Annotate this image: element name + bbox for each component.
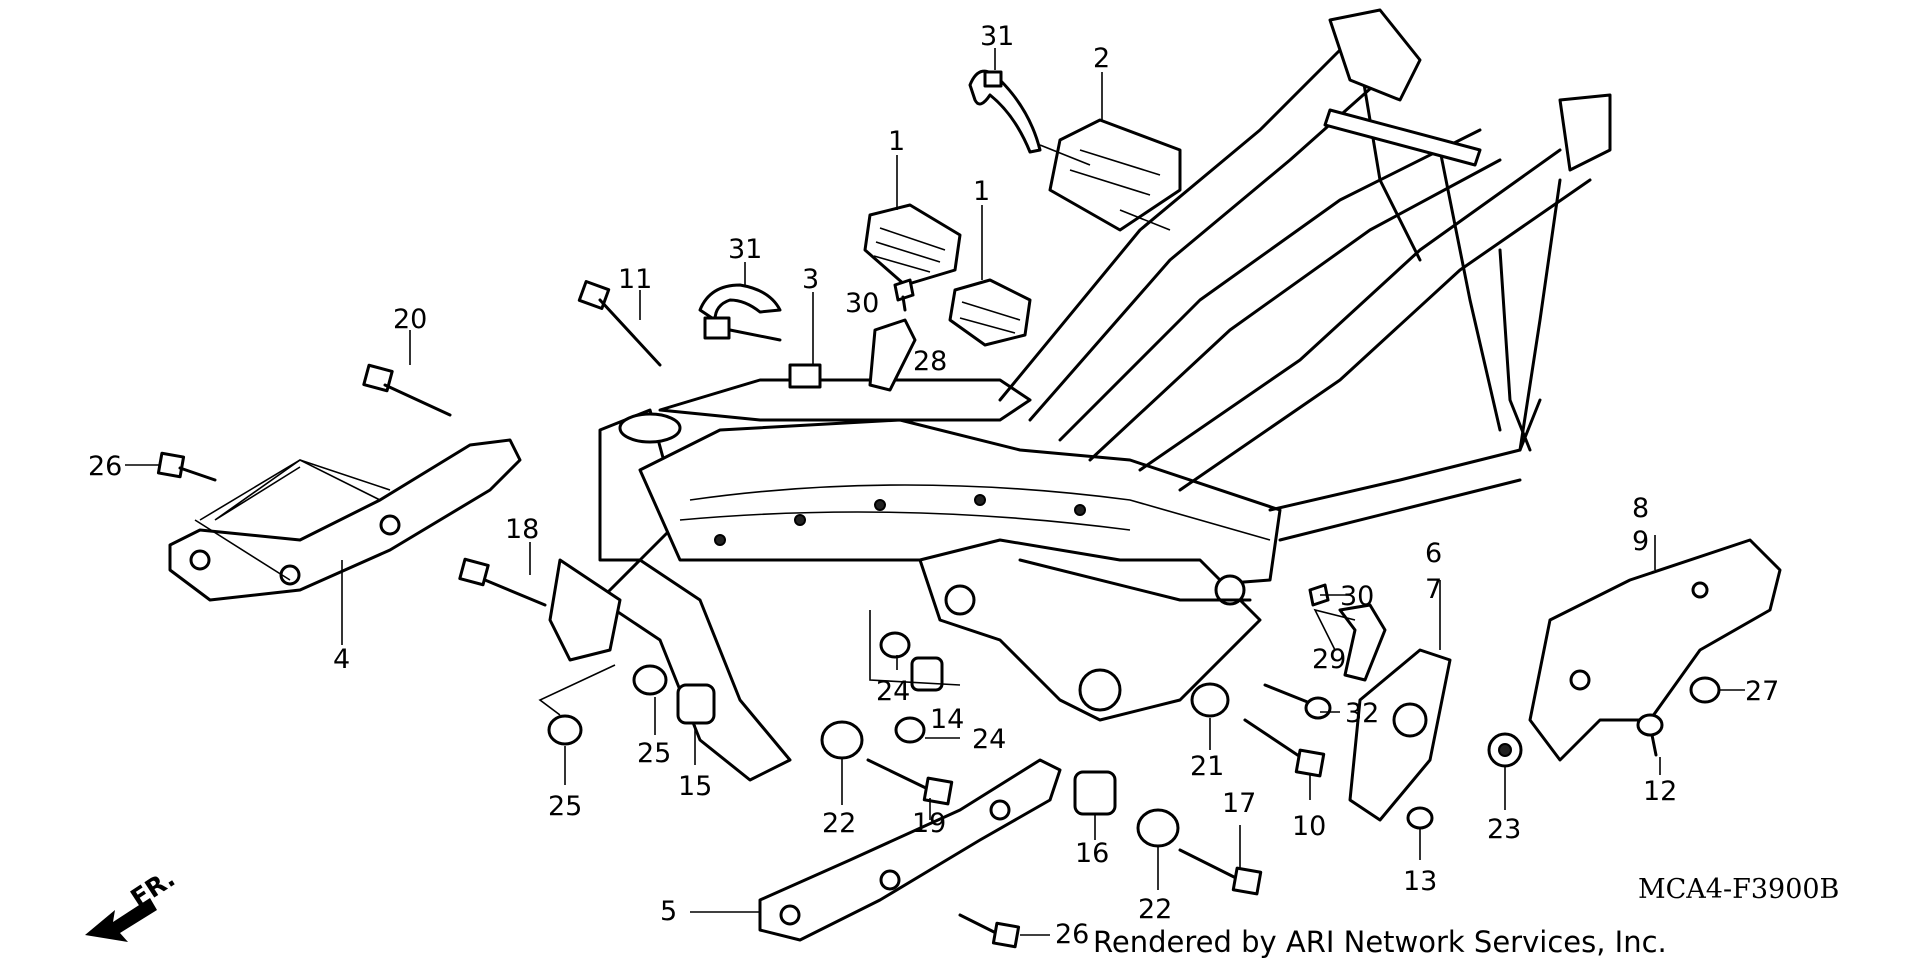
callouts: 31 2 1 1 31 3 30 28 11 20 26 18 4 8 9 6 … — [88, 21, 1779, 950]
callout-17: 17 — [1222, 788, 1256, 819]
callout-30-upper: 30 — [845, 288, 879, 319]
callout-31-lower: 31 — [728, 234, 762, 265]
callout-2: 2 — [1093, 43, 1110, 74]
callout-18: 18 — [505, 514, 539, 545]
callout-26-lower: 26 — [1055, 919, 1089, 950]
callout-23: 23 — [1487, 814, 1521, 845]
callout-3: 3 — [802, 264, 819, 295]
callout-24-lower: 24 — [972, 724, 1006, 755]
callout-32: 32 — [1345, 698, 1379, 729]
callout-1-lower: 1 — [973, 176, 990, 207]
callout-22-lower: 22 — [1138, 894, 1172, 925]
callout-25-upper: 25 — [637, 738, 671, 769]
callout-31-upper: 31 — [980, 21, 1014, 52]
callout-5: 5 — [660, 896, 677, 927]
callout-14: 14 — [930, 704, 964, 735]
callout-19: 19 — [912, 808, 946, 839]
callout-8: 8 — [1632, 493, 1649, 524]
main-frame — [548, 8, 1612, 782]
callout-25-lower: 25 — [548, 791, 582, 822]
callout-13: 13 — [1403, 866, 1437, 897]
callout-21: 21 — [1190, 751, 1224, 782]
front-direction-arrow: FR. — [85, 863, 180, 942]
callout-12: 12 — [1643, 776, 1677, 807]
callout-1-upper: 1 — [888, 126, 905, 157]
diagram-code: MCA4-F3900B — [1638, 874, 1839, 905]
callout-22-upper: 22 — [822, 808, 856, 839]
callout-27: 27 — [1745, 676, 1779, 707]
parts — [156, 69, 1782, 949]
render-credit: Rendered by ARI Network Services, Inc. — [1093, 925, 1667, 959]
callout-30-lower: 30 — [1340, 581, 1374, 612]
callout-10: 10 — [1292, 811, 1326, 842]
callout-9: 9 — [1632, 526, 1649, 557]
callout-26-upper: 26 — [88, 451, 122, 482]
callout-20: 20 — [393, 304, 427, 335]
callout-7: 7 — [1425, 574, 1442, 605]
callout-11: 11 — [618, 264, 652, 295]
callout-6: 6 — [1425, 538, 1442, 569]
callout-4: 4 — [333, 644, 350, 675]
callout-29: 29 — [1312, 644, 1346, 675]
callout-28: 28 — [913, 346, 947, 377]
callout-15: 15 — [678, 771, 712, 802]
callout-16: 16 — [1075, 838, 1109, 869]
leader-lines — [125, 48, 1745, 936]
callout-24-upper: 24 — [876, 676, 910, 707]
